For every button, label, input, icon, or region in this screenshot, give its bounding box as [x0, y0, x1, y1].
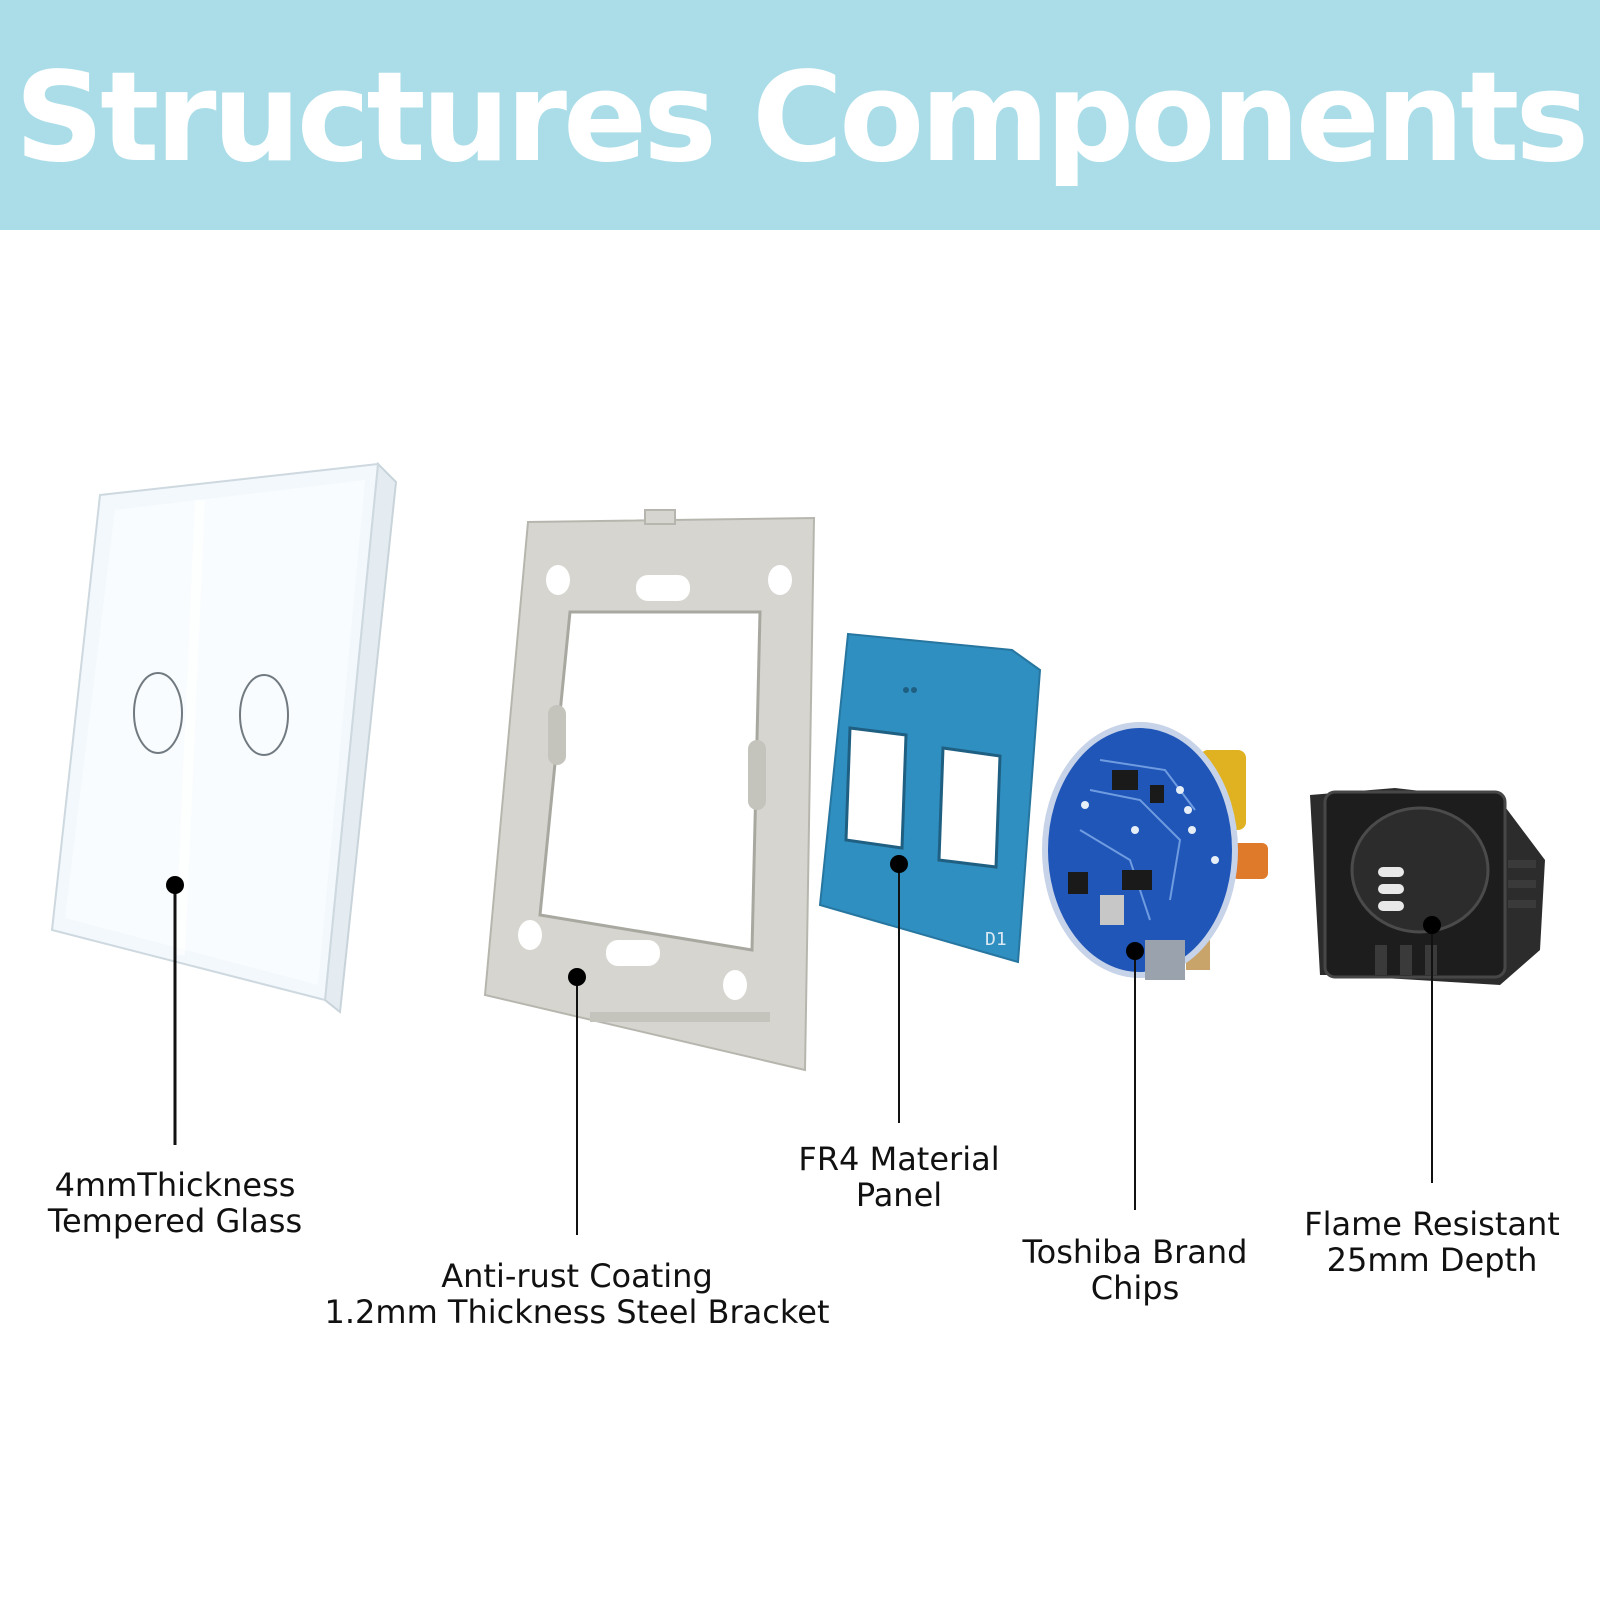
label-line: 1.2mm Thickness Steel Bracket: [324, 1293, 830, 1331]
page-title: Structures Components: [14, 46, 1589, 190]
title-banner: Structures Components: [0, 0, 1600, 230]
fr4-material-panel: D1: [818, 632, 1042, 964]
callout-bracket: [568, 968, 586, 1235]
label-steel-bracket: Anti-rust Coating 1.2mm Thickness Steel …: [297, 1258, 857, 1330]
label-toshiba-chips: Toshiba Brand Chips: [995, 1234, 1275, 1306]
label-line: Flame Resistant: [1304, 1205, 1560, 1243]
label-line: FR4 Material: [798, 1140, 1000, 1178]
steel-bracket: [483, 509, 816, 1072]
callout-panel: [890, 855, 908, 1123]
label-flame-resistant: Flame Resistant 25mm Depth: [1282, 1206, 1582, 1278]
callout-glass: [166, 876, 184, 1145]
callout-chips: [1126, 942, 1144, 1210]
tempered-glass-panel: [50, 461, 398, 1014]
label-line: Toshiba Brand: [1022, 1233, 1248, 1271]
toshiba-chip-board: [1042, 722, 1268, 980]
label-line: 4mmThickness: [54, 1166, 296, 1204]
label-line: Anti-rust Coating: [441, 1257, 713, 1295]
label-line: Panel: [855, 1176, 943, 1214]
flame-resistant-housing: [1310, 788, 1545, 985]
callout-housing: [1423, 916, 1441, 1183]
label-line: Tempered Glass: [47, 1202, 303, 1240]
touch-button-right-icon: [239, 674, 289, 756]
label-line: Chips: [1090, 1269, 1180, 1307]
label-tempered-glass: 4mmThickness Tempered Glass: [20, 1167, 330, 1239]
pcb-marking: D1: [985, 929, 1007, 950]
label-fr4-panel: FR4 Material Panel: [759, 1141, 1039, 1213]
touch-button-left-icon: [133, 672, 183, 754]
label-line: 25mm Depth: [1326, 1241, 1538, 1279]
